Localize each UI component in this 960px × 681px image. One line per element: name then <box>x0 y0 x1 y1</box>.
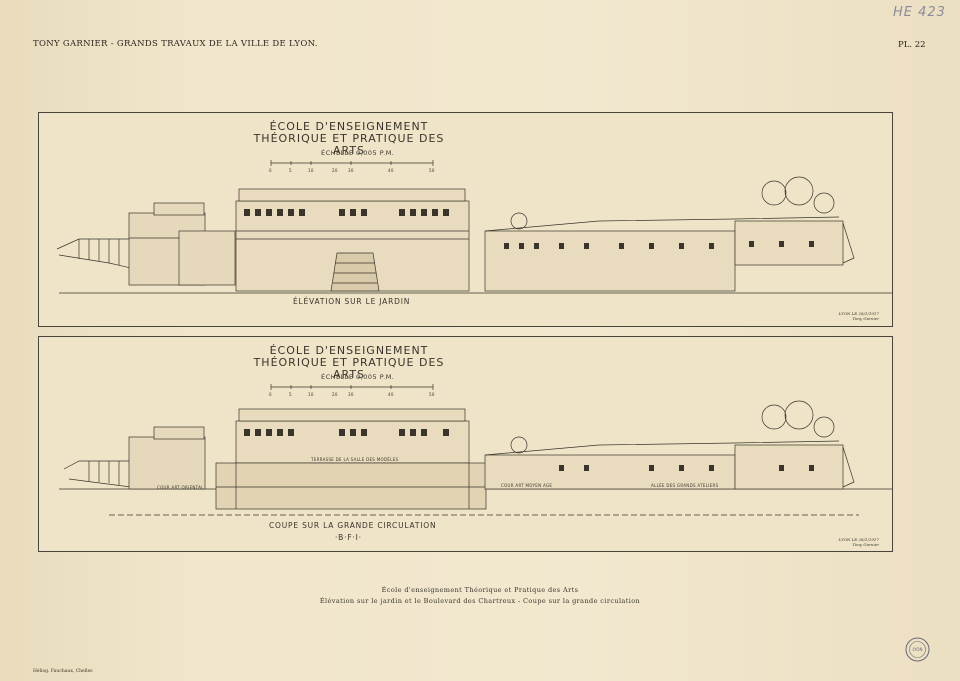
panel-caption: ÉLÉVATION SUR LE JARDIN <box>293 297 411 306</box>
signature-date: LYON LE 28/1/1917 <box>838 537 879 542</box>
ink-inventory-note: HE 423 <box>893 5 946 20</box>
scale-tick-30: 30 <box>348 392 354 397</box>
signature-name: Tony Garnier <box>852 316 880 321</box>
panel-caption: COUPE SUR LA GRANDE CIRCULATION <box>269 521 437 530</box>
signature: LYON LE 28/1/1917 Tony Garnier <box>829 311 879 321</box>
scale-tick-0: 0 <box>269 168 272 173</box>
scale-tick-40: 40 <box>388 392 394 397</box>
scale-tick-40: 40 <box>388 168 394 173</box>
panel-title-line1: ÉCOLE D'ENSEIGNEMENT <box>269 120 429 133</box>
scale-tick-50: 50 <box>429 168 435 173</box>
seal-text: LYON <box>912 647 922 652</box>
scale-tick-20: 20 <box>332 392 338 397</box>
panel-title-line1: ÉCOLE D'ENSEIGNEMENT <box>269 344 429 357</box>
section-drawing <box>59 384 892 516</box>
scale-label: ÉCHELLE 0,005 P.M. <box>321 373 395 381</box>
scale-tick-20: 20 <box>332 168 338 173</box>
plate-caption-line1: École d'enseignement Théorique et Pratiq… <box>381 586 579 594</box>
signature-date: LYON LE 28/1/1917 <box>838 311 879 316</box>
elevation-drawing <box>56 160 892 294</box>
section-panel: ÉCOLE D'ENSEIGNEMENT THÉORIQUE ET PRATIQ… <box>38 336 893 552</box>
panel-title-line2: THÉORIQUE ET PRATIQUE DES ARTS <box>253 132 445 157</box>
library-stamp-icon: LYON <box>905 637 930 662</box>
scale-tick-10: 10 <box>308 392 314 397</box>
section-label-cour-art-oriental: COUR ART ORIENTAL <box>157 485 204 490</box>
scale-tick-30: 30 <box>348 168 354 173</box>
elevation-panel: ÉCOLE D'ENSEIGNEMENT THÉORIQUE ET PRATIQ… <box>38 112 893 327</box>
scale-tick-50: 50 <box>429 392 435 397</box>
scale-label: ÉCHELLE 0,005 P.M. <box>321 149 395 157</box>
section-label-terrasse: TERRASSE DE LA SALLE DES MODÈLES <box>311 457 399 462</box>
scale-tick-0: 0 <box>269 392 272 397</box>
scale-tick-5: 5 <box>289 392 292 397</box>
plate-caption-line2: Élévation sur le jardin et le Boulevard … <box>319 597 641 605</box>
panel-caption-code: ·B·F·I· <box>335 533 362 542</box>
section-label-allee-ateliers: ALLÉE DES GRANDS ATELIERS <box>651 483 719 488</box>
scale-tick-5: 5 <box>289 168 292 173</box>
printer-footer: Héliog. Fauchaux, Chelles <box>33 669 93 674</box>
signature: LYON LE 28/1/1917 Tony Garnier <box>829 537 879 547</box>
section-label-cour-moyen-age: COUR ART MOYEN AGE <box>501 483 553 488</box>
scale-tick-10: 10 <box>308 168 314 173</box>
plate-number: PL. 22 <box>898 40 926 50</box>
signature-name: Tony Garnier <box>852 542 880 547</box>
plate-header-title: TONY GARNIER - GRANDS TRAVAUX DE LA VILL… <box>33 39 318 49</box>
panel-title-line2: THÉORIQUE ET PRATIQUE DES ARTS <box>253 356 445 381</box>
